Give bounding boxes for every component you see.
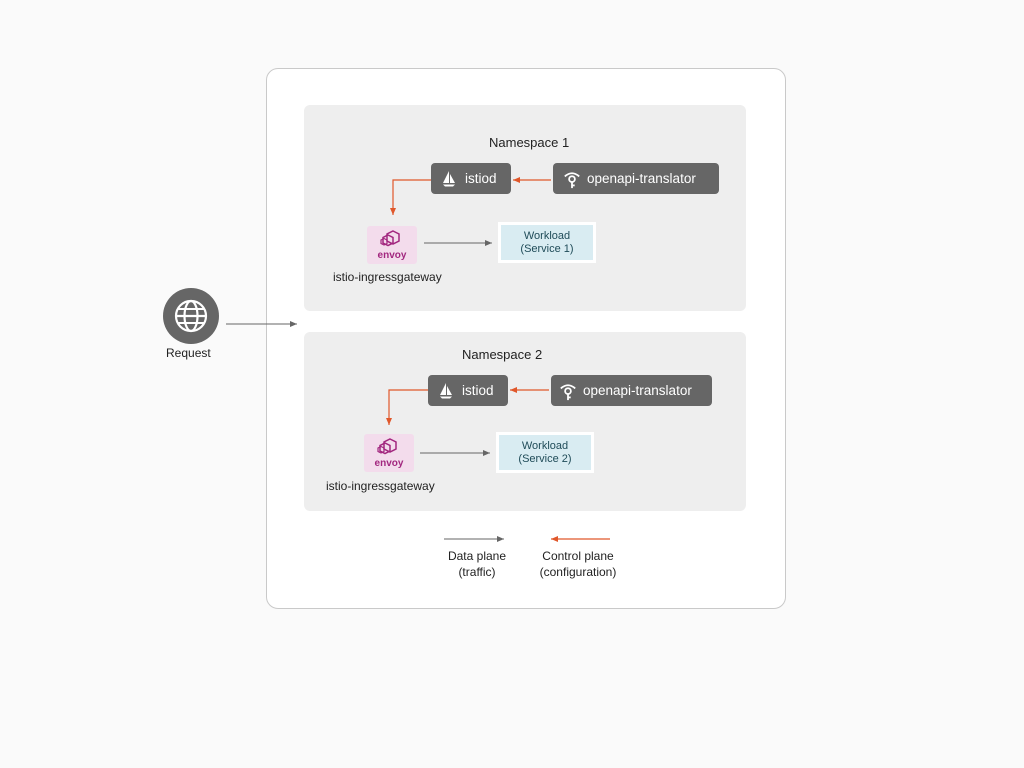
translator-icon	[559, 382, 577, 400]
istio-sail-icon	[441, 170, 459, 188]
ingressgateway-2-label: istio-ingressgateway	[326, 479, 435, 493]
workload-service-1: Workload (Service 1)	[498, 222, 596, 263]
envoy-logo-1: envoy	[367, 226, 417, 264]
workload-1-title: Workload	[523, 229, 571, 242]
ns2-istiod-to-envoy-arrow	[386, 389, 428, 425]
legend-data-plane-subtitle: (traffic)	[458, 565, 496, 579]
legend-control-plane-title: Control plane	[542, 549, 614, 563]
openapi-translator-2: openapi-translator	[551, 375, 712, 406]
request-globe	[163, 288, 219, 344]
legend-data-plane: Data plane (traffic)	[437, 548, 517, 580]
namespace-2-title: Namespace 2	[462, 347, 543, 362]
namespace-1-box	[304, 105, 746, 311]
workload-2-service: (Service 2)	[518, 452, 572, 465]
legend-control-plane: Control plane (configuration)	[528, 548, 628, 580]
istiod-2-label: istiod	[462, 383, 494, 398]
envoy-logo-text: envoy	[374, 458, 404, 469]
envoy-icon	[377, 438, 397, 455]
workload-1-service: (Service 1)	[520, 242, 574, 255]
istio-sail-icon	[438, 382, 456, 400]
legend-control-plane-subtitle: (configuration)	[539, 565, 617, 579]
namespace-1-title: Namespace 1	[489, 135, 570, 150]
translator-icon	[563, 170, 581, 188]
namespace-2-box	[304, 332, 746, 511]
istiod-1: istiod	[431, 163, 511, 194]
openapi-translator-1: openapi-translator	[553, 163, 719, 194]
envoy-logo-2: envoy	[364, 434, 414, 472]
envoy-logo-text: envoy	[377, 250, 407, 261]
istiod-1-label: istiod	[465, 171, 497, 186]
openapi-translator-1-label: openapi-translator	[587, 171, 696, 186]
legend-data-plane-title: Data plane	[447, 549, 507, 563]
ns1-istiod-to-envoy-arrow	[390, 179, 431, 215]
request-label: Request	[166, 346, 211, 360]
workload-service-2: Workload (Service 2)	[496, 432, 594, 473]
globe-icon	[174, 299, 208, 333]
workload-2-title: Workload	[521, 439, 569, 452]
istiod-2: istiod	[428, 375, 508, 406]
openapi-translator-2-label: openapi-translator	[583, 383, 692, 398]
ingressgateway-1-label: istio-ingressgateway	[333, 270, 442, 284]
envoy-icon	[380, 230, 400, 247]
